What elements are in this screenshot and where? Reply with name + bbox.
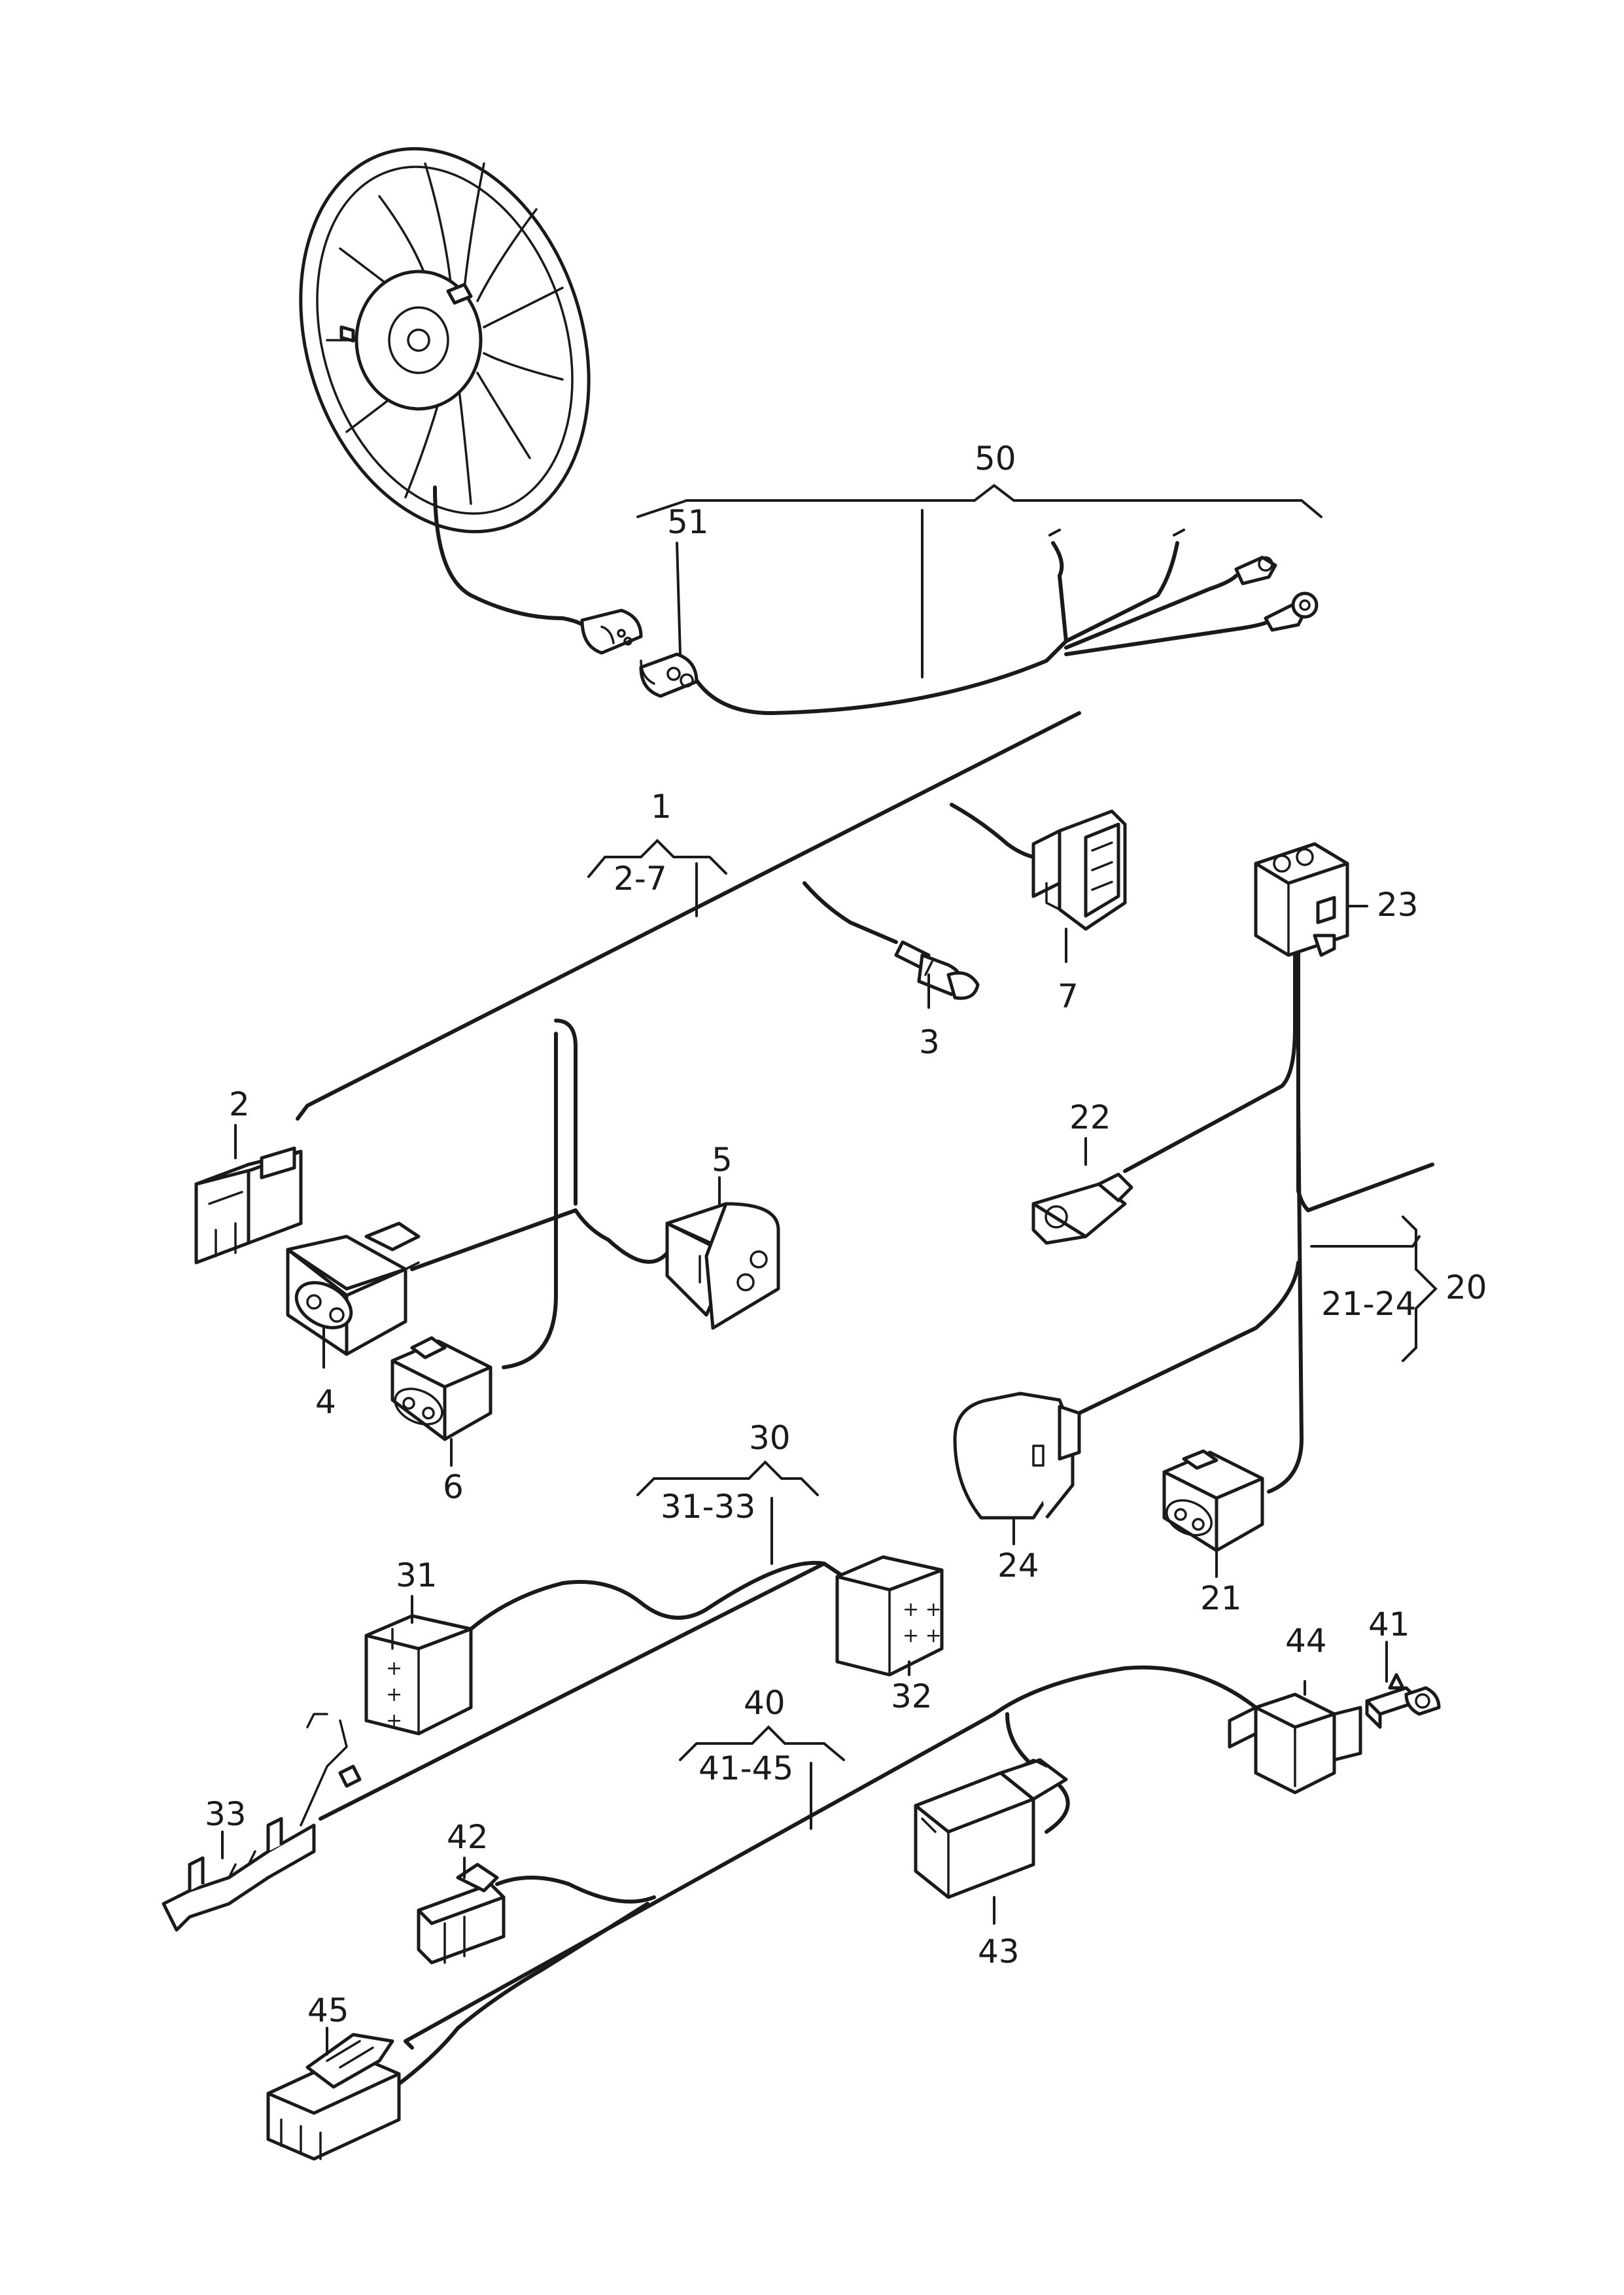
connector-44 bbox=[1228, 1692, 1362, 1795]
callout-45: 45 bbox=[307, 1991, 349, 2029]
svg-text:+: + bbox=[386, 1657, 402, 1680]
svg-text:+ +: + + bbox=[903, 1624, 942, 1647]
harness-40 bbox=[384, 1665, 1258, 2095]
connector-5 bbox=[665, 1202, 780, 1330]
callout-2: 2 bbox=[229, 1085, 250, 1123]
callout-23: 23 bbox=[1377, 886, 1419, 924]
connector-23 bbox=[1254, 842, 1349, 957]
svg-text:+: + bbox=[386, 1709, 402, 1732]
callout-5: 5 bbox=[712, 1141, 733, 1179]
connector-2 bbox=[194, 1146, 303, 1265]
connector-21 bbox=[1162, 1449, 1264, 1552]
callout-1: 1 bbox=[651, 788, 672, 826]
callout-41-45: 41-45 bbox=[699, 1749, 793, 1787]
callout-30: 30 bbox=[749, 1419, 791, 1457]
connector-43 bbox=[914, 1758, 1068, 1899]
harness-20 bbox=[1077, 940, 1434, 1494]
connector-45 bbox=[266, 2033, 401, 2161]
callout-22: 22 bbox=[1069, 1098, 1111, 1136]
callout-labels: 50 51 1 2-7 3 7 2 5 4 6 23 22 21-24 20 2… bbox=[205, 440, 1487, 2029]
connector-7 bbox=[1031, 809, 1127, 931]
callout-51: 51 bbox=[667, 503, 709, 541]
connector-24 bbox=[953, 1392, 1081, 1520]
callout-40: 40 bbox=[744, 1684, 786, 1722]
callout-24: 24 bbox=[997, 1547, 1039, 1585]
callout-4: 4 bbox=[315, 1383, 336, 1421]
connector-3-sensor bbox=[894, 940, 980, 1000]
radiator-fan bbox=[299, 147, 591, 534]
callout-44: 44 bbox=[1285, 1622, 1327, 1660]
callout-21: 21 bbox=[1200, 1579, 1242, 1617]
svg-text:+: + bbox=[386, 1683, 402, 1706]
connector-41 bbox=[1365, 1673, 1441, 1729]
callout-20: 20 bbox=[1445, 1269, 1487, 1306]
connector-42 bbox=[417, 1863, 506, 1965]
callout-6: 6 bbox=[443, 1468, 464, 1506]
callout-2-7: 2-7 bbox=[613, 860, 667, 898]
leader-lines bbox=[221, 483, 1438, 2056]
callout-31: 31 bbox=[396, 1556, 438, 1594]
callout-7: 7 bbox=[1058, 977, 1079, 1015]
svg-text:+ +: + + bbox=[903, 1598, 942, 1621]
callout-50: 50 bbox=[975, 440, 1016, 478]
connector-22 bbox=[1031, 1172, 1133, 1245]
harness-1 bbox=[296, 711, 1081, 1369]
callout-21-24: 21-24 bbox=[1321, 1285, 1416, 1323]
connector-32: + + + + bbox=[835, 1555, 944, 1677]
connector-6 bbox=[390, 1336, 492, 1441]
connector-33 bbox=[162, 1713, 362, 1932]
callout-31-33: 31-33 bbox=[661, 1488, 755, 1526]
callout-3: 3 bbox=[919, 1023, 940, 1061]
callout-43: 43 bbox=[978, 1933, 1020, 1971]
callout-33: 33 bbox=[205, 1795, 247, 1833]
connector-4 bbox=[286, 1221, 421, 1356]
callout-41: 41 bbox=[1368, 1605, 1410, 1643]
harness-50 bbox=[433, 485, 1319, 715]
connector-31: + + + bbox=[364, 1614, 473, 1736]
callout-32: 32 bbox=[891, 1677, 933, 1715]
callout-42: 42 bbox=[447, 1818, 489, 1856]
harness-30 bbox=[319, 1560, 846, 1821]
